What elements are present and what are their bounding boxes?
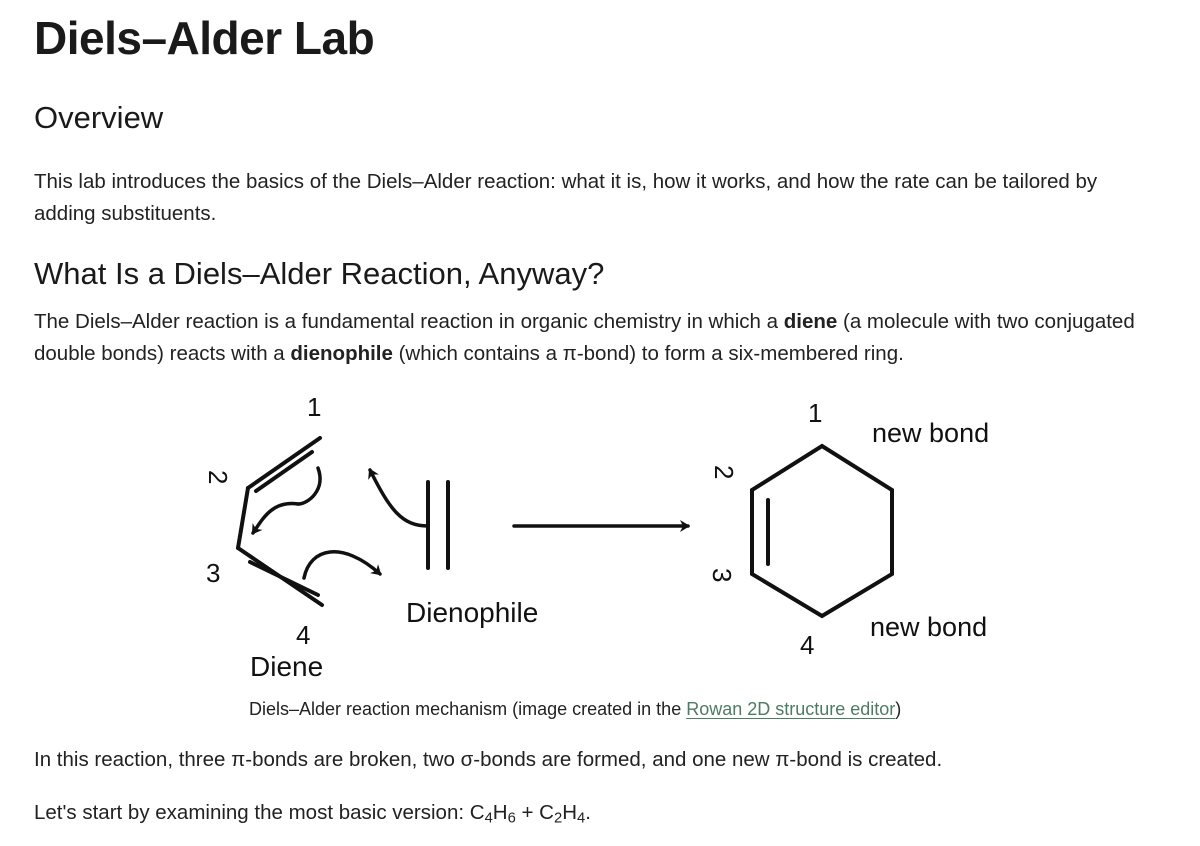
page-title: Diels–Alder Lab xyxy=(34,12,375,64)
curved-arrow-top xyxy=(368,468,430,528)
diene-double-1-2 xyxy=(254,450,314,493)
atom-label-4-left: 4 xyxy=(296,620,310,650)
def-text-2: (a molecule with two conjugated double b… xyxy=(34,310,1135,365)
atom-label-3-left: 3 xyxy=(206,558,220,588)
atom-label-2-left: 2 xyxy=(203,470,233,484)
atom-label-4-right: 4 xyxy=(800,630,814,660)
def-text-3: (which contains a π-bond) to form a six-… xyxy=(392,342,904,365)
formula-sub: 2 xyxy=(553,810,563,827)
overview-paragraph: This lab introduces the basics of the Di… xyxy=(34,170,1098,225)
caption-end: ) xyxy=(895,699,902,719)
start-paragraph: Let's start by examining the most basic … xyxy=(34,797,591,829)
formula-sub: 4 xyxy=(577,810,586,827)
new-bond-label-top: new bond xyxy=(872,418,989,448)
reaction-figure: 1 2 3 4 Diene Dienophile 1 2 3 4 new bon… xyxy=(156,386,1056,696)
dienophile-label: Dienophile xyxy=(406,597,538,628)
rowan-editor-link[interactable]: Rowan 2D structure editor xyxy=(686,699,896,719)
term-dienophile: dienophile xyxy=(290,342,393,365)
diene-bond-1-2 xyxy=(246,436,322,490)
curved-arrow-loop xyxy=(296,466,322,506)
formula-text: H xyxy=(562,801,578,824)
formula-sub: 4 xyxy=(484,810,493,827)
curved-arrow-left xyxy=(251,501,300,535)
diene-bond-2-3 xyxy=(236,486,250,550)
diene-label: Diene xyxy=(250,651,323,682)
def-text-1: The Diels–Alder reaction is a fundamenta… xyxy=(34,310,784,333)
diene-double-3-4 xyxy=(248,560,320,597)
curved-arrow-bottom xyxy=(302,550,382,580)
caption-text: Diels–Alder reaction mechanism (image cr… xyxy=(249,699,687,719)
cyclohexene-ring xyxy=(750,443,894,619)
section-heading: What Is a Diels–Alder Reaction, Anyway? xyxy=(34,256,605,291)
reaction-mechanism-diagram: 1 2 3 4 Diene Dienophile 1 2 3 4 new bon… xyxy=(203,392,989,682)
figure-caption: Diels–Alder reaction mechanism (image cr… xyxy=(249,696,901,722)
new-bond-label-bottom: new bond xyxy=(870,612,987,642)
atom-label-1-left: 1 xyxy=(307,392,321,422)
start-text: Let's start by examining the most basic … xyxy=(34,801,485,824)
atom-label-1-right: 1 xyxy=(808,398,822,428)
overview-heading: Overview xyxy=(34,100,164,135)
term-diene: diene xyxy=(783,310,838,333)
definition-paragraph: The Diels–Alder reaction is a fundamenta… xyxy=(34,306,1164,370)
formula-text: . xyxy=(585,801,591,824)
formula-text: + C xyxy=(515,801,554,824)
atom-label-2-right: 2 xyxy=(709,465,739,479)
bonds-paragraph: In this reaction, three π-bonds are brok… xyxy=(34,748,943,771)
formula-sub: 6 xyxy=(507,810,516,827)
formula-text: H xyxy=(492,801,508,824)
atom-label-3-right: 3 xyxy=(707,568,737,582)
